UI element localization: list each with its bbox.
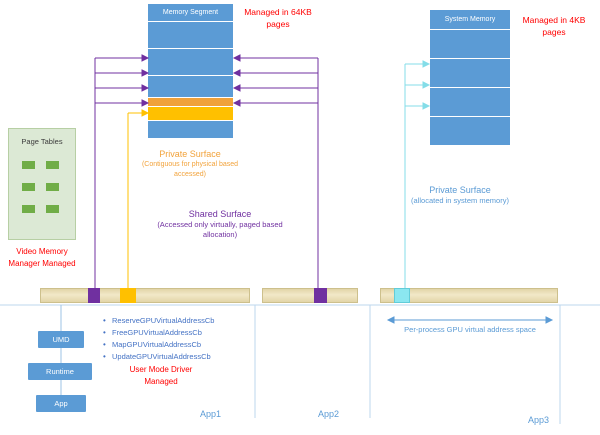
system-memory-row bbox=[430, 117, 510, 145]
memory-segment-row bbox=[148, 76, 233, 97]
page-table-entry bbox=[22, 205, 35, 213]
callback-label: FreeGPUVirtualAddressCb bbox=[112, 327, 202, 337]
bullet-icon: • bbox=[103, 327, 106, 337]
app2-label: App2 bbox=[318, 409, 340, 419]
per-process-range-arrow bbox=[386, 316, 554, 324]
shared-surface-block-app1 bbox=[88, 288, 100, 303]
bullet-icon: • bbox=[103, 315, 106, 325]
memory-segment-gold-row bbox=[148, 107, 233, 120]
callback-item: • UpdateGPUVirtualAddressCb bbox=[103, 350, 263, 362]
private-surface-system-label: Private Surface (allocated in system mem… bbox=[405, 184, 515, 206]
per-process-va-label: Per-process GPU virtual address space bbox=[404, 325, 536, 334]
private-surface-local-label: Private Surface (Contiguous for physical… bbox=[140, 148, 240, 179]
callback-label: MapGPUVirtualAddressCb bbox=[112, 339, 202, 349]
page-table-entry bbox=[46, 183, 59, 191]
app1-label: App1 bbox=[200, 409, 222, 419]
page-table-entry bbox=[46, 205, 59, 213]
system-memory: System Memory bbox=[430, 10, 510, 145]
private-surface-block-app3 bbox=[394, 288, 410, 303]
app3-label: App3 bbox=[528, 415, 550, 425]
callback-label: UpdateGPUVirtualAddressCb bbox=[112, 351, 211, 361]
callback-label: ReserveGPUVirtualAddressCb bbox=[112, 315, 215, 325]
page-table-entry bbox=[22, 161, 35, 169]
system-memory-title: System Memory bbox=[430, 10, 510, 29]
callback-item: • MapGPUVirtualAddressCb bbox=[103, 338, 263, 350]
callback-item: • FreeGPUVirtualAddressCb bbox=[103, 326, 263, 338]
shared-surface-title: Shared Surface bbox=[188, 209, 252, 219]
memory-segment-row bbox=[148, 49, 233, 75]
memory-segment-title: Memory Segment bbox=[148, 4, 233, 21]
shared-surface-subtitle: (Accessed only virtually, paged based al… bbox=[157, 220, 283, 240]
shared-surface-label: Shared Surface (Accessed only virtually,… bbox=[150, 208, 290, 240]
system-memory-arrows bbox=[404, 60, 431, 288]
private-surface-local-title: Private Surface bbox=[159, 149, 221, 159]
va-space-bar-app1 bbox=[40, 288, 250, 303]
va-space-bar-app3 bbox=[380, 288, 558, 303]
bullet-icon: • bbox=[103, 351, 106, 361]
private-surface-local-subtitle: (Contiguous for physical based accessed) bbox=[141, 161, 239, 178]
managed-4kb-note: Managed in 4KB pages bbox=[522, 15, 586, 38]
page-tables-title: Page Tables bbox=[21, 137, 63, 146]
private-surface-block-app1 bbox=[120, 288, 136, 303]
va-space-bar-app2 bbox=[262, 288, 358, 303]
private-surface-arrow bbox=[127, 109, 150, 288]
page-table-entry bbox=[46, 161, 59, 169]
callback-item: • ReserveGPUVirtualAddressCb bbox=[103, 314, 263, 326]
page-tables-panel: Page Tables bbox=[8, 128, 76, 240]
callback-list: • ReserveGPUVirtualAddressCb • FreeGPUVi… bbox=[103, 314, 263, 362]
page-table-entry bbox=[22, 183, 35, 191]
memory-segment-row bbox=[148, 22, 233, 48]
system-memory-row bbox=[430, 59, 510, 87]
bullet-icon: • bbox=[103, 339, 106, 349]
private-surface-system-title: Private Surface bbox=[429, 185, 491, 195]
system-memory-row bbox=[430, 30, 510, 58]
system-memory-row bbox=[430, 88, 510, 116]
runtime-box: Runtime bbox=[28, 363, 92, 380]
memory-segment-row bbox=[148, 121, 233, 138]
video-memory-manager-note: Video Memory Manager Managed bbox=[8, 247, 76, 268]
shared-surface-block-app2 bbox=[314, 288, 327, 303]
private-surface-system-subtitle: (allocated in system memory) bbox=[411, 196, 509, 206]
user-mode-driver-note: User Mode Driver Managed bbox=[129, 365, 193, 386]
memory-segment: Memory Segment bbox=[148, 4, 233, 138]
app-box: App bbox=[36, 395, 86, 412]
memory-segment-orange-row bbox=[148, 98, 233, 106]
managed-64kb-note: Managed in 64KB pages bbox=[244, 7, 312, 30]
umd-box: UMD bbox=[38, 331, 84, 348]
